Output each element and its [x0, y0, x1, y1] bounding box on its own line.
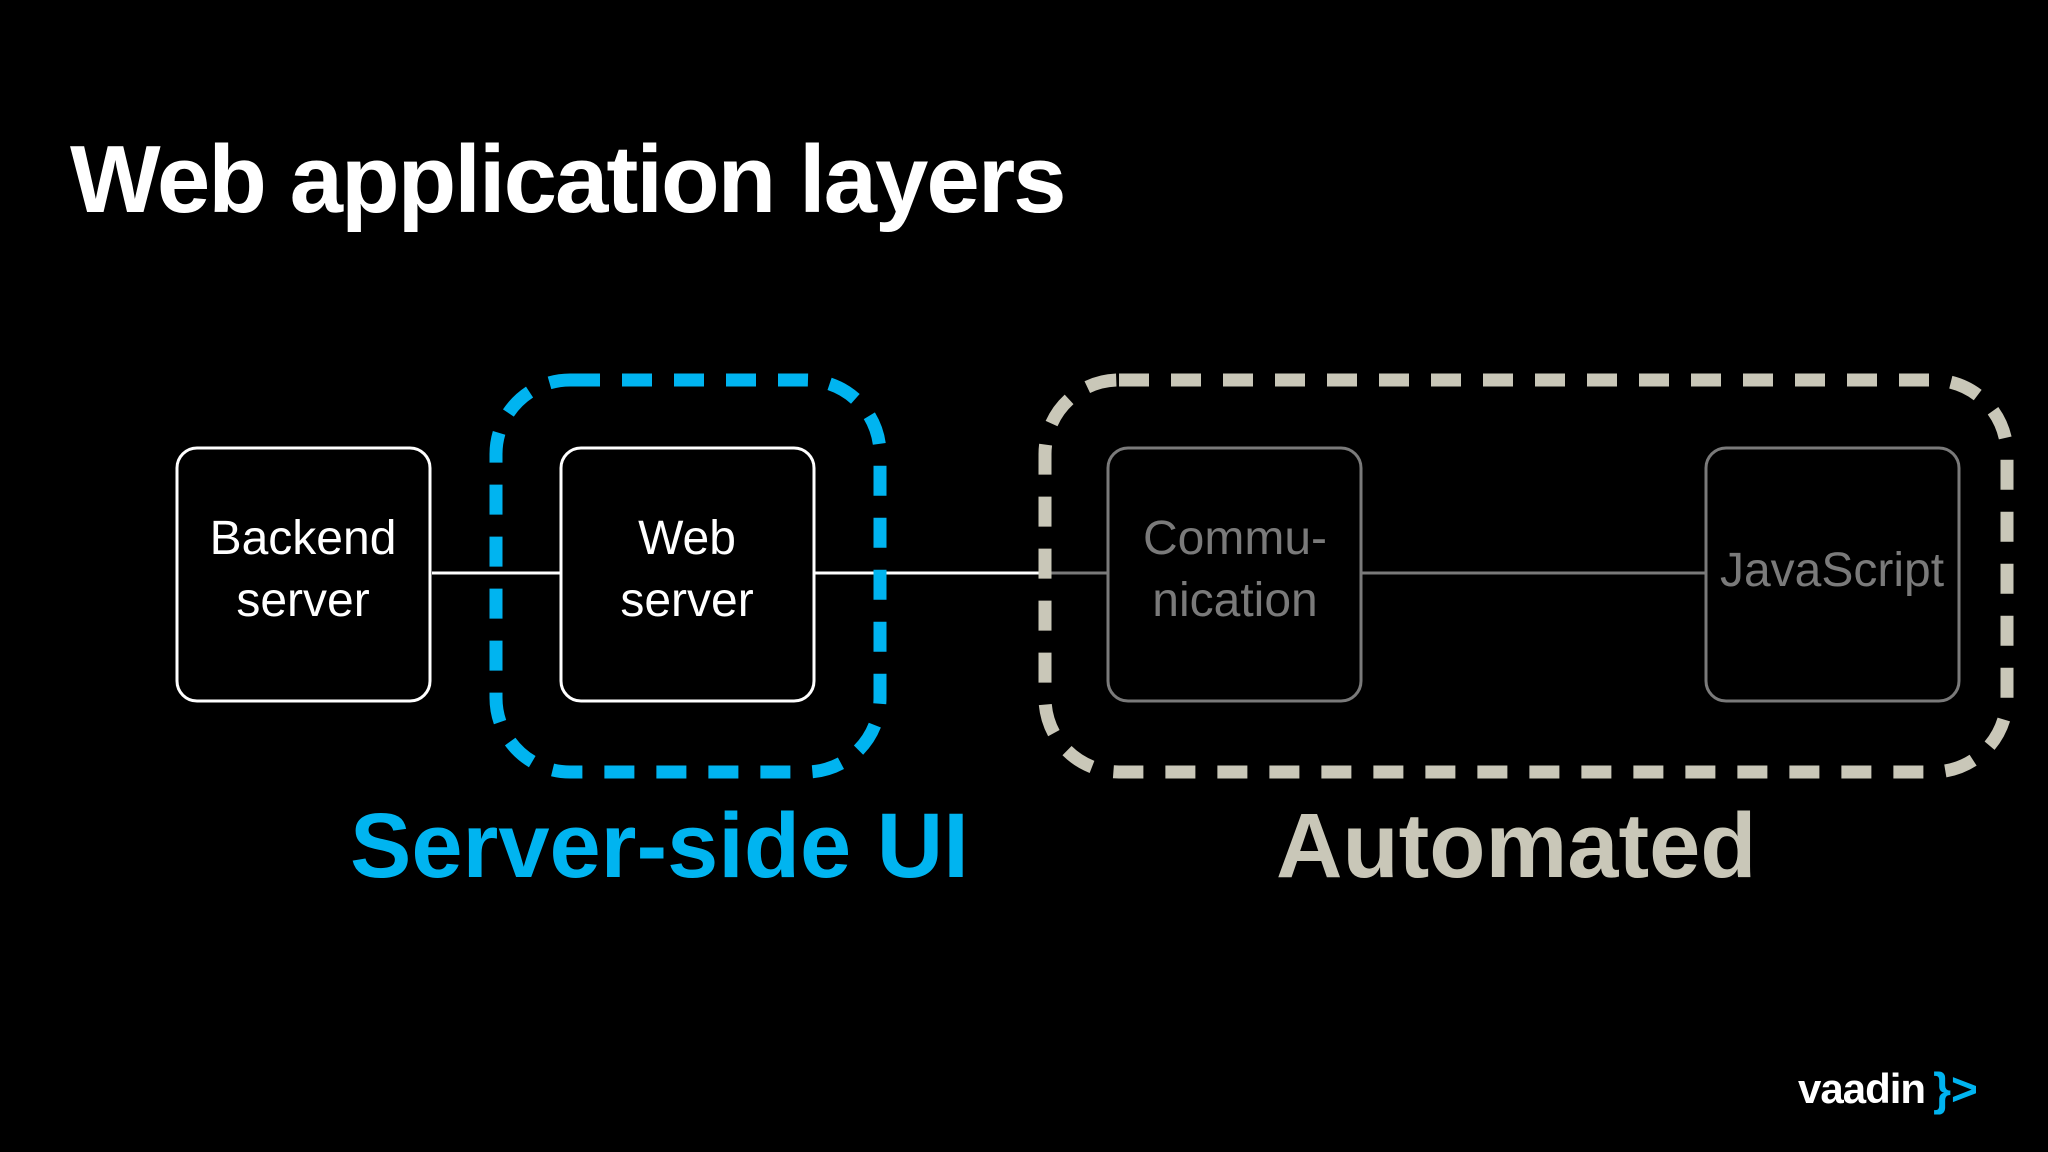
node-web-server-line2: server — [620, 574, 753, 627]
automated-group-outline — [1038, 373, 2014, 779]
page-title: Web application layers — [70, 126, 1067, 233]
node-web-server-line1: Web — [638, 512, 736, 565]
node-backend-server-line2: server — [236, 574, 369, 627]
node-backend-server: Backend server — [175, 446, 432, 703]
node-javascript: JavaScript — [1704, 446, 1961, 703]
vaadin-logo-wordmark: vaadin — [1798, 1065, 1926, 1112]
node-communication-line1: Commu- — [1143, 512, 1327, 565]
vaadin-logo-mark: }> — [1933, 1063, 1978, 1115]
server-side-ui-group-outline — [489, 373, 887, 779]
server-side-ui-label: Server-side UI — [350, 795, 969, 897]
automated-label: Automated — [1276, 795, 1757, 897]
node-javascript-line1: JavaScript — [1720, 544, 1944, 597]
node-web-server: Web server — [559, 446, 816, 703]
node-communication: Commu- nication — [1106, 446, 1363, 703]
node-communication-line2: nication — [1152, 574, 1317, 627]
vaadin-logo: vaadin }> — [1798, 1062, 1978, 1116]
node-backend-server-line1: Backend — [210, 512, 397, 565]
